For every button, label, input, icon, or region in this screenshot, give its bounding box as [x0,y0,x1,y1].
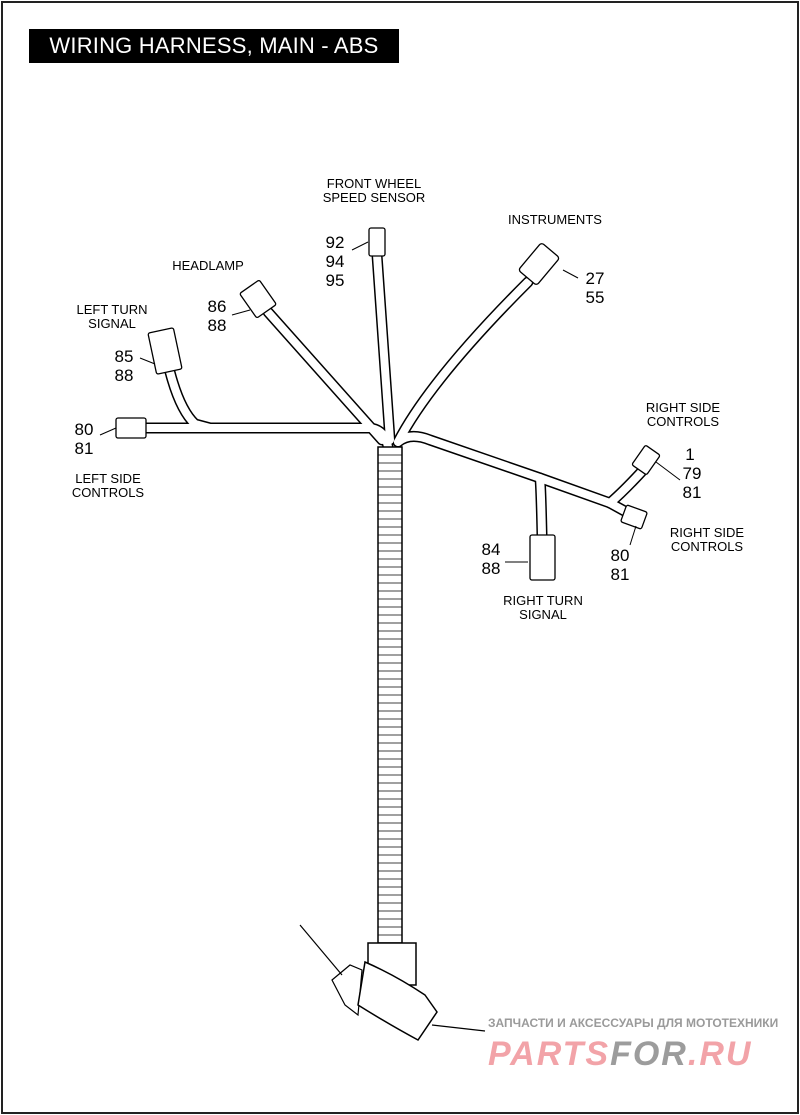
watermark-logo: PARTSFOR.RU [488,1036,752,1072]
label-instruments: INSTRUMENTS [508,212,602,227]
page-title: WIRING HARNESS, MAIN - ABS [29,29,399,63]
left-turn-signal-connector [147,327,183,375]
main-trunk [299,446,486,1041]
left-side-controls-connector [115,417,147,439]
watermark-brand-b: FOR [610,1035,688,1073]
headlamp-connector [239,279,277,319]
front-wheel-sensor-connector [368,227,386,257]
watermark-brand-c: .RU [687,1035,753,1073]
right-side-controls-top-connector [631,445,661,475]
watermark-brand-a: PARTS [488,1035,611,1073]
watermark-tagline: ЗАПЧАСТИ И АКСЕССУАРЫ ДЛЯ МОТОТЕХНИКИ [488,1016,779,1030]
right-turn-signal-connector [529,534,556,581]
label-headlamp: HEADLAMP [172,258,244,273]
right-side-controls-bottom-connector [620,504,648,530]
instruments-connector [518,243,560,285]
